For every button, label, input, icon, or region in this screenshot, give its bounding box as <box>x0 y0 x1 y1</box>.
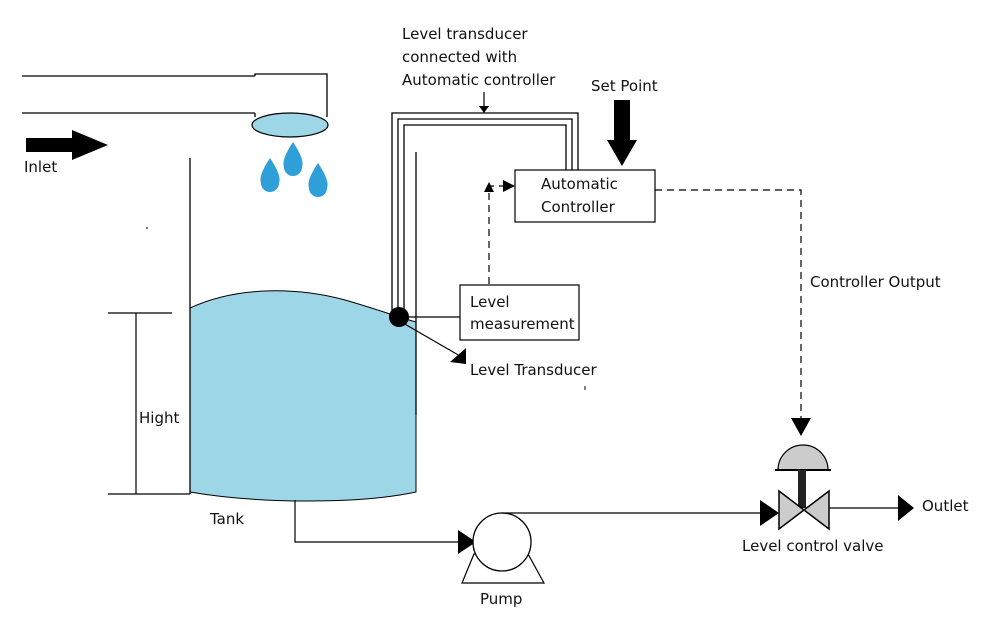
tank-water <box>189 290 417 502</box>
inlet-pipe <box>22 73 328 117</box>
water-drop-icon <box>308 163 328 197</box>
valve-body-left <box>778 489 806 531</box>
transducer-tube <box>391 112 579 318</box>
pump-label: Pump <box>480 590 522 608</box>
water-drops <box>260 142 328 197</box>
pump <box>461 512 546 584</box>
transducer-annotation-arrow-icon <box>479 106 489 113</box>
outlet-label: Outlet <box>922 497 969 515</box>
controller-label-line1: Automatic <box>541 175 618 193</box>
outlet-arrow-icon <box>898 495 914 521</box>
level-transducer-note-line2: connected with <box>402 48 517 66</box>
set-point-arrow-icon <box>607 100 637 166</box>
controller-output-line <box>655 189 802 418</box>
measurement-label-line1: Level <box>470 293 510 311</box>
water-drop-icon <box>283 142 303 176</box>
level-transducer-note-line1: Level transducer <box>402 25 528 43</box>
valve-body-right <box>802 489 830 531</box>
measurement-label-line2: measurement <box>470 315 575 333</box>
controller-label-line2: Controller <box>541 198 616 216</box>
controller-output-arrow-icon <box>791 418 811 436</box>
inlet-label: Inlet <box>24 158 57 176</box>
water-drop-icon <box>260 158 280 192</box>
tank-outlet-pipe <box>294 500 462 543</box>
level-transducer-label: Level Transducer <box>470 361 598 379</box>
automatic-controller-box <box>514 169 656 223</box>
controller-output-label: Controller Output <box>810 273 941 291</box>
level-control-valve <box>775 444 831 531</box>
level-transducer-ball <box>389 307 409 327</box>
valve-stem <box>798 470 806 508</box>
transducer-pointer-line <box>402 322 461 357</box>
height-dimension <box>108 312 190 495</box>
valve-inlet-arrow-icon <box>760 500 779 526</box>
inlet-arrow-icon <box>26 130 108 160</box>
pump-body <box>472 512 532 572</box>
measurement-signal-arrow-icon <box>503 180 515 192</box>
set-point-label: Set Point <box>591 77 658 95</box>
level-transducer-note-line3: Automatic controller <box>402 71 556 89</box>
hight-label: Hight <box>139 409 179 427</box>
measurement-signal-line <box>488 185 505 284</box>
spray-nozzle <box>251 112 329 138</box>
tank-walls <box>189 152 417 494</box>
pump-inlet-arrow-icon <box>458 530 476 554</box>
level-measurement-box <box>459 284 580 341</box>
level-control-valve-label: Level control valve <box>742 537 883 555</box>
measurement-signal-head-icon <box>484 182 494 192</box>
valve-actuator <box>777 444 829 471</box>
tank-label: Tank <box>209 510 244 528</box>
transducer-pointer-arrow-icon <box>450 348 466 364</box>
